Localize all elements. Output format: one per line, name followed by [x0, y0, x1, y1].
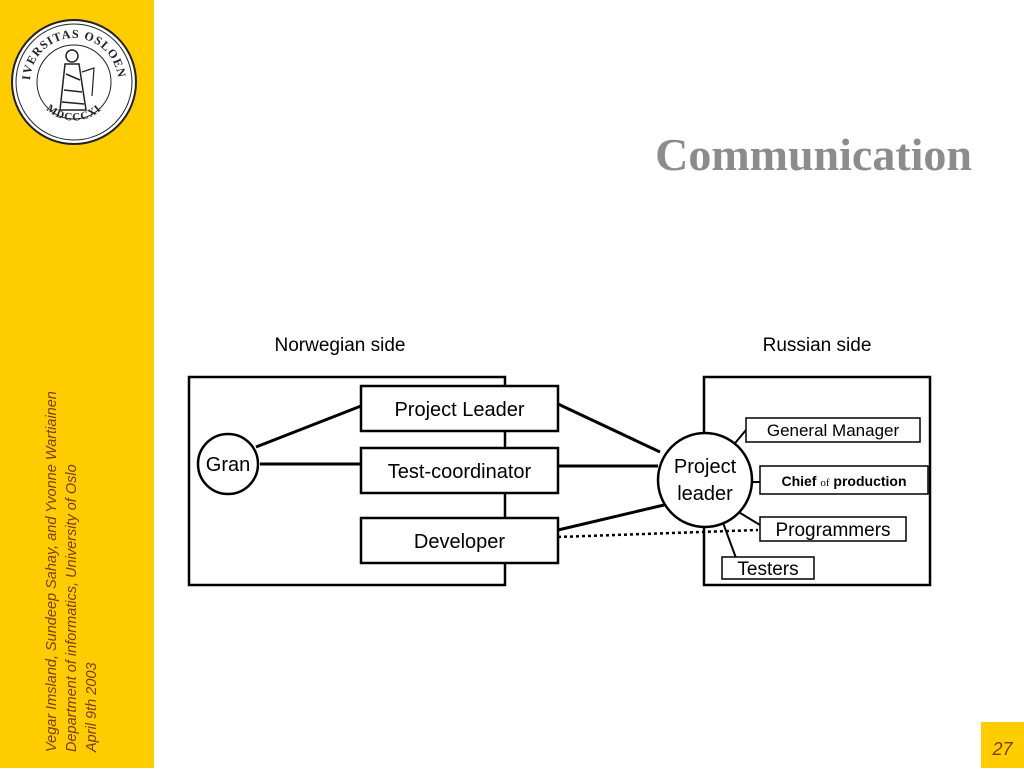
norwegian-side-label: Norwegian side [275, 335, 406, 356]
gran-label: Gran [206, 454, 250, 476]
test-coordinator-label: Test-coordinator [388, 461, 532, 483]
programmers-node: Programmers [759, 516, 907, 542]
department-line: Department of informatics, University of… [64, 464, 80, 752]
russian-project-leader-node: Project leader [656, 431, 754, 529]
norwegian-project-leader-label: Project Leader [394, 399, 524, 421]
chief-of-production-label: Chief of production [781, 473, 906, 489]
norwegian-project-leader-node: Project Leader [359, 384, 560, 433]
developer-label: Developer [414, 531, 506, 553]
testers-node: Testers [721, 556, 815, 580]
slide-title: Communication [655, 129, 972, 180]
russian-leader-label-line2: leader [677, 483, 733, 505]
leader-leader-line [557, 402, 661, 454]
russian-side-label: Russian side [763, 335, 872, 356]
communication-diagram: Norwegian side Russian side Gran Project… [187, 335, 932, 587]
leader-testers-line [721, 519, 737, 559]
page-number: 27 [981, 722, 1024, 768]
developer-node: Developer [359, 516, 560, 565]
test-coordinator-node: Test-coordinator [359, 446, 560, 495]
testers-label: Testers [737, 559, 798, 580]
russian-leader-label-line1: Project [674, 456, 737, 478]
author-line: Vegar Imsland, Sundeep Sahay, and Yvonne… [44, 391, 60, 752]
chief-of-production-node: Chief of production [759, 465, 929, 495]
gran-leader-line [255, 404, 362, 449]
gran-node: Gran [196, 432, 260, 496]
developer-leader-line [557, 503, 665, 532]
university-seal: UNIVERSITAS OSLOENSIS MDCCCXI [8, 16, 137, 145]
date-line: April 9th 2003 [84, 662, 100, 752]
programmers-label: Programmers [775, 520, 890, 541]
general-manager-node: General Manager [745, 417, 921, 443]
author-credits: Vegar Imsland, Sundeep Sahay, and Yvonne… [42, 332, 108, 752]
seal-figure-icon [59, 49, 95, 111]
general-manager-label: General Manager [767, 421, 900, 440]
sidebar: UNIVERSITAS OSLOENSIS MDCCCXI Vegar Imsl… [0, 0, 154, 768]
